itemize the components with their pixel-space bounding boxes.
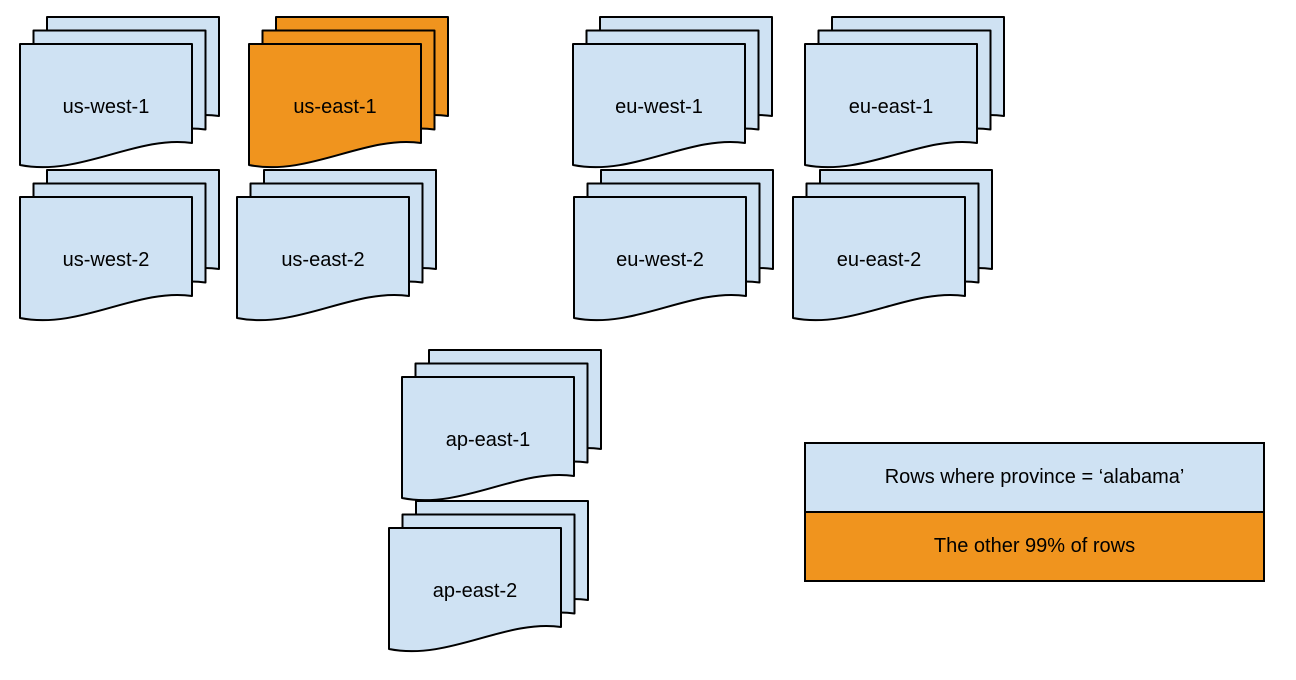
stacked-documents-icon [236, 169, 437, 322]
stacked-documents-icon [804, 16, 1005, 169]
stacked-documents-icon [19, 16, 220, 169]
stacked-documents-icon [401, 349, 602, 502]
document-stack-us-east-1: us-east-1 [248, 16, 450, 176]
stacked-documents-icon [572, 16, 773, 169]
document-stack-eu-east-2: eu-east-2 [792, 169, 994, 329]
document-stack-ap-east-2: ap-east-2 [388, 500, 590, 660]
stacked-documents-icon [792, 169, 993, 322]
legend-item-alabama-rows: Rows where province = ‘alabama’ [806, 444, 1263, 511]
document-stack-ap-east-1: ap-east-1 [401, 349, 603, 509]
document-stack-us-east-2: us-east-2 [236, 169, 438, 329]
document-stack-us-west-2: us-west-2 [19, 169, 221, 329]
document-stack-eu-west-1: eu-west-1 [572, 16, 774, 176]
document-stack-us-west-1: us-west-1 [19, 16, 221, 176]
legend-item-label: Rows where province = ‘alabama’ [884, 466, 1185, 488]
stacked-documents-icon [248, 16, 449, 169]
legend-item-other-rows: The other 99% of rows [806, 511, 1263, 580]
legend-item-label: The other 99% of rows [933, 535, 1136, 557]
stacked-documents-icon [19, 169, 220, 322]
stacked-documents-icon [388, 500, 589, 653]
document-stack-eu-east-1: eu-east-1 [804, 16, 1006, 176]
document-stack-eu-west-2: eu-west-2 [573, 169, 775, 329]
legend: Rows where province = ‘alabama’ The othe… [804, 442, 1265, 582]
stacked-documents-icon [573, 169, 774, 322]
